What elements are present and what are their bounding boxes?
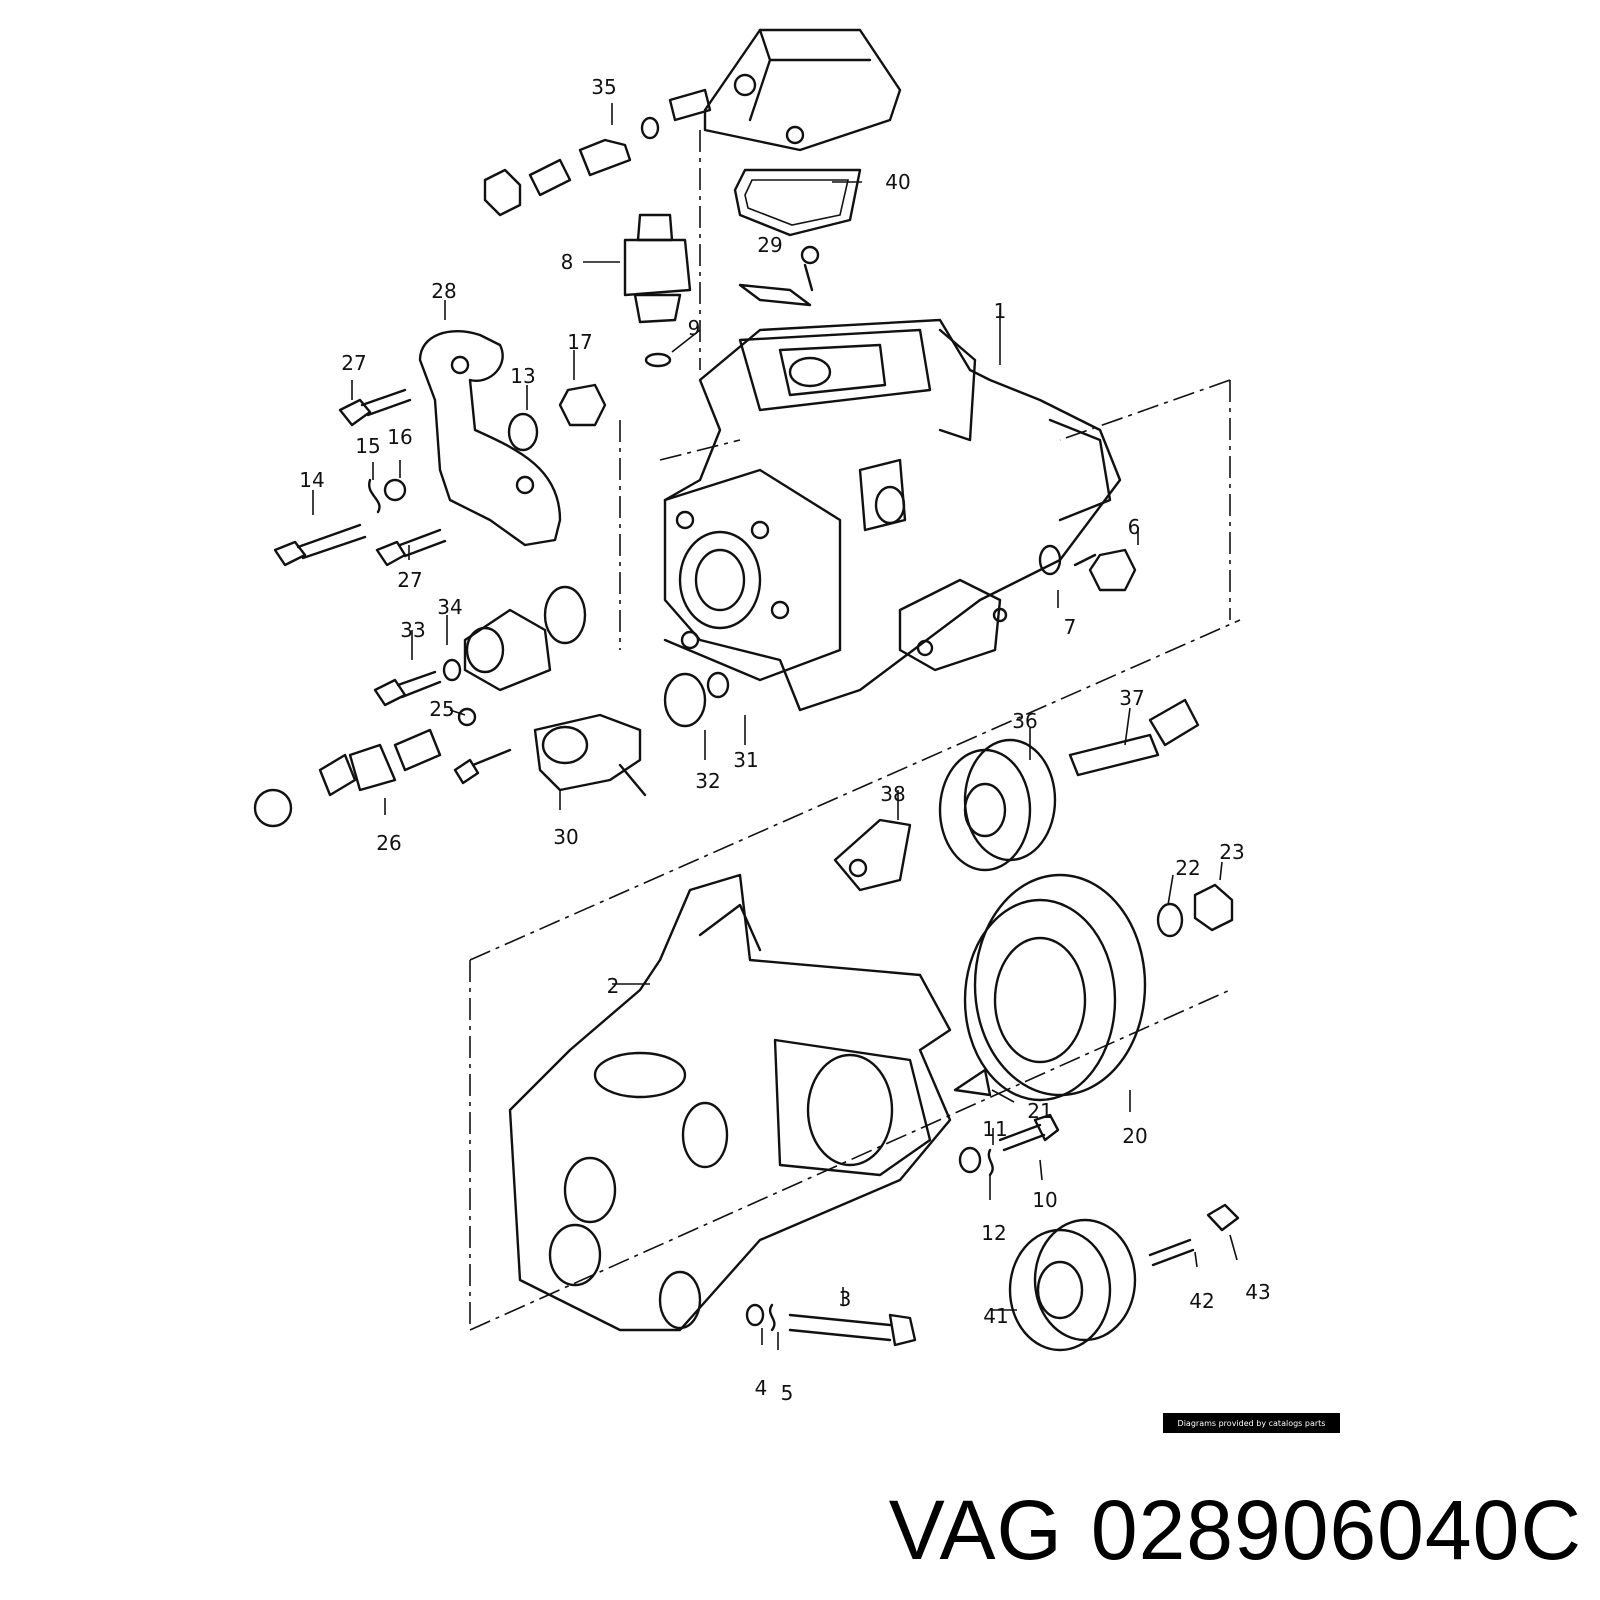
- pump-bracket: [508, 873, 952, 1332]
- callout-5: 5: [781, 1381, 794, 1405]
- injector-fitting: [253, 707, 477, 828]
- part-number: 028906040C: [1090, 1483, 1582, 1577]
- diagram-credit-badge: Diagrams provided by catalogs parts: [1163, 1413, 1340, 1433]
- callout-6: 6: [1128, 515, 1141, 539]
- callout-43: 43: [1245, 1280, 1270, 1304]
- callout-16: 16: [387, 425, 412, 449]
- callout-14: 14: [299, 468, 324, 492]
- adjuster-assembly: [373, 585, 587, 707]
- callout-9: 9: [688, 316, 701, 340]
- callout-37: 37: [1119, 686, 1144, 710]
- banjo-bolt: [1038, 544, 1137, 592]
- callout-38: 38: [880, 782, 905, 806]
- callout-4: 4: [755, 1376, 768, 1400]
- callout-34: 34: [437, 595, 462, 619]
- callout-2: 2: [607, 974, 620, 998]
- sensor-part: [623, 213, 692, 368]
- callout-3: 3: [839, 1287, 852, 1311]
- callout-7: 7: [1064, 615, 1077, 639]
- pump-sprocket: [953, 873, 1234, 1102]
- callout-36: 36: [1012, 709, 1037, 733]
- callout-10: 10: [1032, 1188, 1057, 1212]
- callout-31: 31: [733, 748, 758, 772]
- callout-42: 42: [1189, 1289, 1214, 1313]
- callout-11: 11: [982, 1117, 1007, 1141]
- mounting-bracket: [273, 330, 562, 567]
- callout-29: 29: [757, 233, 782, 257]
- pump-top-cover: [668, 28, 902, 152]
- pump-body: [663, 318, 1122, 712]
- callout-labels: 35 40 29 8 28 1 9 17 27 13 16 15 14 6 27…: [299, 75, 1270, 1405]
- washer-and-nut: [507, 383, 607, 452]
- callout-25: 25: [429, 697, 454, 721]
- brand-name: VAG: [888, 1483, 1063, 1577]
- callout-21: 21: [1027, 1099, 1052, 1123]
- cover-gasket: [733, 168, 862, 237]
- callout-20: 20: [1122, 1124, 1147, 1148]
- small-bracket: [738, 245, 820, 307]
- callout-35: 35: [591, 75, 616, 99]
- small-bolt-set: [958, 1113, 1060, 1177]
- callout-28: 28: [431, 279, 456, 303]
- callout-12: 12: [981, 1221, 1006, 1245]
- callout-26: 26: [376, 831, 401, 855]
- callout-23: 23: [1219, 840, 1244, 864]
- callout-27-upper: 27: [341, 351, 366, 375]
- callout-17: 17: [567, 330, 592, 354]
- callout-13: 13: [510, 364, 535, 388]
- callout-32: 32: [695, 769, 720, 793]
- callout-30: 30: [553, 825, 578, 849]
- callout-41: 41: [983, 1304, 1008, 1328]
- callout-15: 15: [355, 434, 380, 458]
- bracket-bolt: [745, 1303, 917, 1347]
- callout-22: 22: [1175, 856, 1200, 880]
- callout-33: 33: [400, 618, 425, 642]
- callout-1: 1: [994, 299, 1007, 323]
- stop-solenoid: [453, 671, 730, 797]
- idler-roller: [1008, 1203, 1240, 1352]
- callout-27-lower: 27: [397, 568, 422, 592]
- tensioner-roller: [833, 698, 1200, 892]
- callout-40: 40: [885, 170, 910, 194]
- plug-screw-set: [483, 116, 660, 217]
- callout-8: 8: [561, 250, 574, 274]
